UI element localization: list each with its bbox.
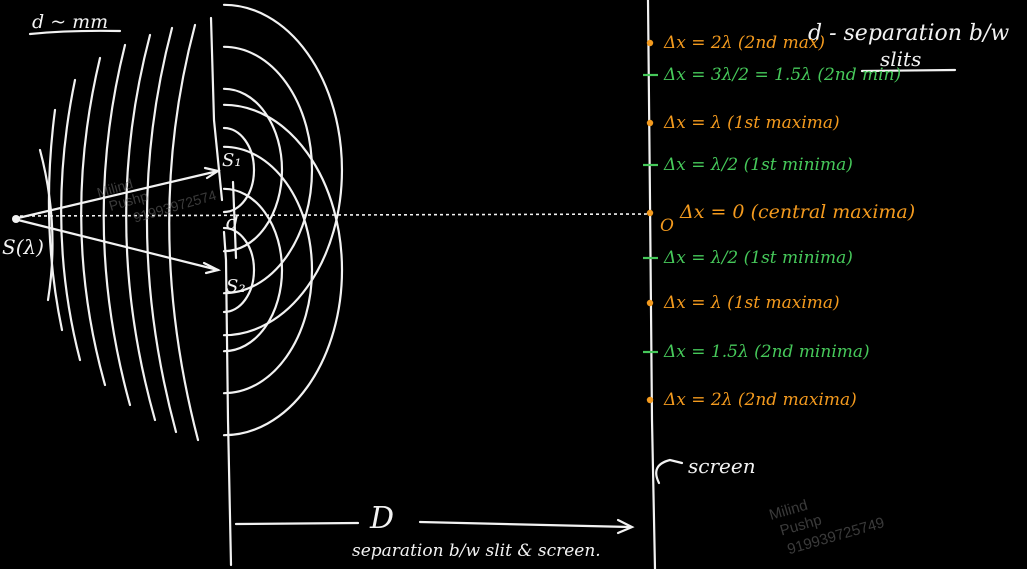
- slit-separation-d-label: d: [226, 210, 239, 234]
- ray-to-s2: [16, 218, 220, 272]
- center-marker: O: [660, 216, 674, 236]
- ray-to-s2-head: [202, 261, 222, 275]
- top-left-underline: [28, 29, 122, 36]
- fringe-labels: Δx = 2λ (2nd max) Δx = 3λ/2 = 1.5λ (2nd m…: [643, 33, 915, 410]
- diffracted-wavefronts: [222, 3, 344, 437]
- distance-arrowhead: [616, 518, 635, 535]
- incoming-wavefront-arc: [38, 148, 54, 302]
- slit-barrier: [209, 16, 233, 567]
- diffracted-wavefront-arc: [222, 226, 256, 314]
- maxima-marker: [646, 396, 654, 404]
- diffracted-wavefront-arc: [222, 103, 344, 437]
- ray-to-s1: [16, 169, 220, 220]
- slit-separation-note-slits: slits: [880, 47, 921, 71]
- central-axis: [19, 213, 649, 217]
- source-point: [12, 215, 20, 223]
- maxima-marker: [646, 299, 654, 307]
- maxima-label: Δx = λ (1st maxima): [663, 293, 840, 313]
- diffracted-wavefront-arc: [222, 145, 314, 395]
- incoming-wavefront-arc: [168, 23, 200, 442]
- screen-pointer: [655, 458, 684, 485]
- slit-separation-note: d - separation b/w: [808, 21, 1009, 46]
- slit-separation-arrow: [231, 180, 238, 260]
- maxima-marker: [646, 119, 654, 127]
- incoming-wavefront-arc: [47, 108, 64, 332]
- incoming-wavefronts: [38, 23, 200, 442]
- watermark-right: Milind Pushp 919939725749: [767, 497, 886, 558]
- ray-to-s1-head: [203, 166, 221, 180]
- incoming-wavefront-arc: [145, 26, 178, 434]
- slit-s1-label: S₁: [222, 150, 242, 171]
- incoming-wavefront-arc: [60, 78, 82, 362]
- minima-label: Δx = λ/2 (1st minima): [663, 155, 853, 175]
- maxima-marker: [646, 209, 654, 217]
- top-left-note: d ~ mm: [32, 11, 108, 33]
- incoming-wavefront-arc: [80, 56, 107, 387]
- distance-caption: separation b/w slit & screen.: [352, 541, 601, 561]
- diffracted-wavefront-arc: [222, 87, 284, 253]
- incoming-wavefront-arc: [125, 33, 157, 422]
- diffracted-wavefront-arc: [222, 126, 256, 214]
- incoming-wavefront-arc: [102, 43, 132, 407]
- maxima-label: Δx = 2λ (2nd maxima): [663, 390, 857, 410]
- minima-label: Δx = 3λ/2 = 1.5λ (2nd min): [663, 65, 901, 85]
- maxima-marker: [646, 39, 654, 47]
- slit-s2-label: S₂: [226, 276, 246, 297]
- maxima-label: Δx = 0 (central maxima): [679, 201, 915, 223]
- source-label: S(λ): [2, 235, 44, 259]
- maxima-label: Δx = λ (1st maxima): [663, 113, 840, 133]
- screen-label: screen: [688, 454, 756, 478]
- minima-label: Δx = λ/2 (1st minima): [663, 248, 853, 268]
- watermark-left: Milind Pushp 91993972574: [95, 175, 218, 225]
- diffracted-wavefront-arc: [222, 187, 284, 353]
- distance-line: [234, 520, 632, 529]
- slits-underline: [860, 68, 957, 73]
- minima-label: Δx = 1.5λ (2nd minima): [663, 342, 870, 362]
- distance-label: D: [369, 501, 394, 536]
- maxima-label: Δx = 2λ (2nd max): [663, 33, 825, 53]
- diffracted-wavefront-arc: [222, 45, 314, 295]
- diffracted-wavefront-arc: [222, 3, 344, 337]
- screen-line: [646, 0, 657, 569]
